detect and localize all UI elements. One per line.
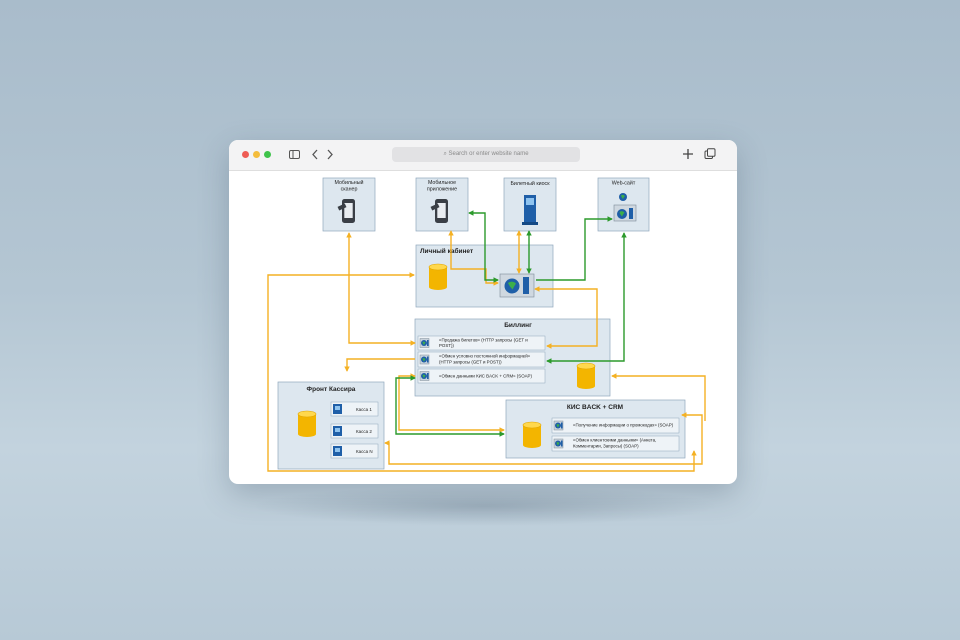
service-icon xyxy=(553,420,564,431)
register-2-label: Касса 2 xyxy=(356,429,372,434)
register-n: Касса N xyxy=(330,443,379,459)
kis-row1-line1: «Получение информации о промокодах» (SOA… xyxy=(573,423,674,428)
website-node: Web-сайт xyxy=(597,177,650,232)
billing-row-reference-data: «Обмен условно постоянной информацией» (… xyxy=(417,351,546,368)
connector-scanner-billing xyxy=(346,232,416,346)
billing-row2-line1: «Обмен условно постоянной информацией» xyxy=(439,354,531,359)
back-icon[interactable] xyxy=(311,149,319,160)
billing-row1-line1: «Продажа билетов» (HTTP запросы (GET и xyxy=(439,338,528,343)
architecture-diagram: Мобильный сканер Мобильное приложение xyxy=(267,177,706,472)
minimize-window-button[interactable] xyxy=(253,151,260,158)
kis-row-client-data: «Обмен клиентскими данными» (Анкета, Ком… xyxy=(551,435,680,452)
service-icon xyxy=(419,371,430,381)
globe-icon xyxy=(619,193,627,201)
service-icon xyxy=(553,438,564,449)
billing-row2-line2: (HTTP запросы (GET и POST)) xyxy=(439,360,502,365)
database-icon xyxy=(522,421,542,449)
cashier-front-title: Фронт Кассира xyxy=(307,386,356,393)
database-icon xyxy=(297,410,317,438)
kis-title: КИС BACK + CRM xyxy=(567,404,623,411)
database-icon xyxy=(576,362,596,390)
page-content: Мобильный сканер Мобильное приложение xyxy=(229,171,737,484)
kis-row-promocodes: «Получение информации о промокодах» (SOA… xyxy=(551,417,680,434)
billing-row3-line1: «Обмен данными КИС BACK + CRM» (SOAP) xyxy=(439,374,532,379)
kis-row2-line2: Комментарии, Запросы) (SOAP) xyxy=(573,444,639,449)
connector-front-kis xyxy=(384,412,703,465)
mobile-app-node: Мобильное приложение xyxy=(415,177,469,232)
billing-title: Биллинг xyxy=(504,322,532,329)
database-icon xyxy=(428,263,448,291)
phone-icon xyxy=(337,199,355,223)
web-window-icon xyxy=(613,204,637,222)
cashier-front-box: Фронт Кассира Касса 1 Касса 2 xyxy=(277,381,385,470)
address-bar-placeholder: Search or enter website name xyxy=(448,151,529,157)
forward-icon[interactable] xyxy=(326,149,334,160)
register-1: Касса 1 xyxy=(330,401,379,417)
new-tab-icon[interactable] xyxy=(682,148,694,160)
mobile-app-label-line1: Мобильное xyxy=(428,180,456,186)
close-window-button[interactable] xyxy=(242,151,249,158)
mobile-app-label-line2: приложение xyxy=(427,187,457,193)
tabs-overview-icon[interactable] xyxy=(704,148,716,160)
connector-website-billing-green xyxy=(546,232,627,364)
kis-back-crm-box: КИС BACK + CRM «Получение информации о п… xyxy=(505,399,686,459)
sidebar-icon[interactable] xyxy=(289,149,300,160)
connector-billing-front xyxy=(344,358,415,372)
website-label: Web-сайт xyxy=(612,180,636,187)
mobile-scanner-label-line2: сканер xyxy=(341,187,358,193)
connector-billing-kis-green xyxy=(395,375,505,437)
phone-icon xyxy=(430,199,448,223)
browser-window: ⌕ Search or enter website name xyxy=(229,140,737,484)
service-icon xyxy=(419,338,430,348)
register-1-label: Касса 1 xyxy=(356,407,372,412)
billing-box: Биллинг «Продажа билетов» (HTTP запросы … xyxy=(414,318,611,397)
web-server-icon xyxy=(499,273,535,298)
register-n-label: Касса N xyxy=(356,449,373,454)
billing-row-ticket-sales: «Продажа билетов» (HTTP запросы (GET и P… xyxy=(417,335,546,351)
ticket-kiosk-label: Билетный киоск xyxy=(510,180,550,187)
kis-row2-line1: «Обмен клиентскими данными» (Анкета, xyxy=(573,438,656,443)
search-icon: ⌕ xyxy=(443,151,447,157)
connector-billing-kis-right xyxy=(611,373,706,421)
ticket-kiosk-node: Билетный киоск xyxy=(503,177,557,232)
billing-row1-line2: POST)) xyxy=(439,343,454,348)
register-2: Касса 2 xyxy=(330,423,379,439)
kiosk-icon xyxy=(522,195,538,225)
zoom-window-button[interactable] xyxy=(264,151,271,158)
window-shadow xyxy=(250,486,720,526)
browser-toolbar: ⌕ Search or enter website name xyxy=(229,140,737,171)
personal-account-title: Личный кабинет xyxy=(420,247,473,255)
mobile-scanner-label-line1: Мобильный xyxy=(335,179,364,186)
service-icon xyxy=(419,354,430,365)
green-connectors xyxy=(395,210,627,437)
address-bar[interactable]: ⌕ Search or enter website name xyxy=(392,147,580,162)
connector-app-lk-green xyxy=(468,210,499,283)
billing-row-kis-exchange: «Обмен данными КИС BACK + CRM» (SOAP) xyxy=(417,368,546,384)
mobile-scanner-node: Мобильный сканер xyxy=(322,177,376,232)
